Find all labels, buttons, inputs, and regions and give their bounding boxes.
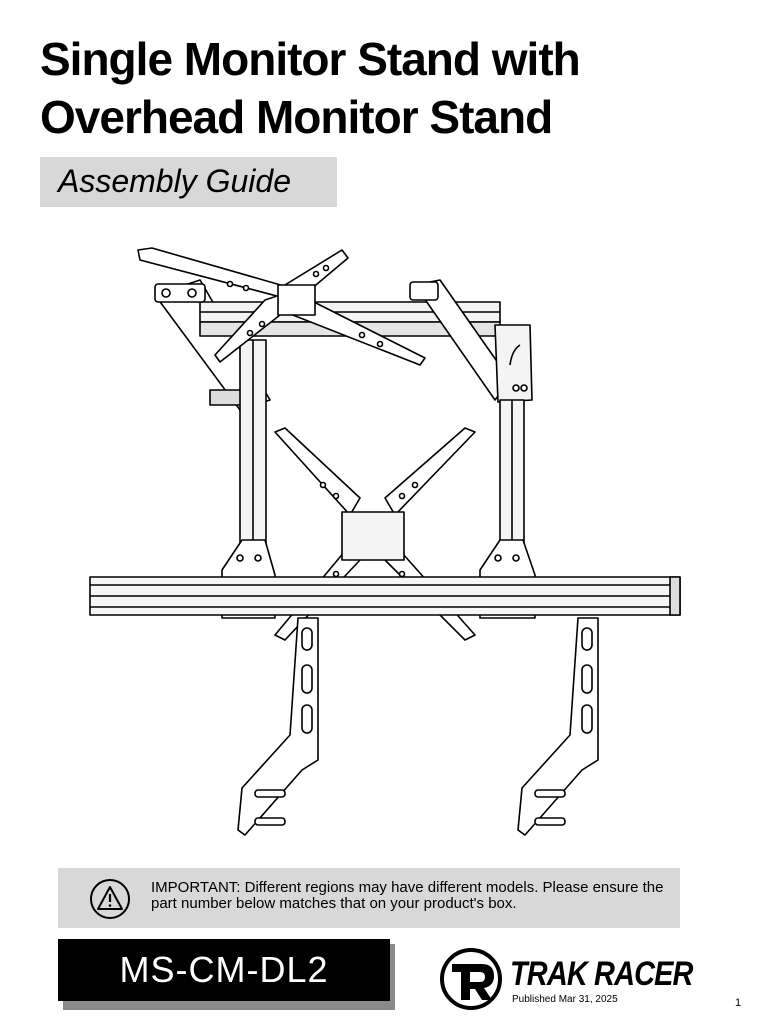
warning-triangle-icon bbox=[90, 879, 130, 919]
overhead-vesa-plate bbox=[137, 247, 426, 366]
main-horizontal-bar bbox=[89, 576, 681, 616]
part-number-box: MS-CM-DL2 bbox=[58, 939, 390, 1001]
document-subtitle: Assembly Guide bbox=[58, 163, 291, 199]
page-number: 1 bbox=[735, 997, 742, 1009]
brand-name: TRAK RACER bbox=[510, 955, 693, 993]
important-notice: IMPORTANT: Different regions may have di… bbox=[58, 868, 680, 928]
overhead-clamps bbox=[154, 281, 439, 303]
part-number: MS-CM-DL2 bbox=[119, 949, 329, 990]
base-legs bbox=[237, 617, 599, 836]
notice-text: IMPORTANT: Different regions may have di… bbox=[151, 879, 664, 912]
document-title: Single Monitor Stand with Overhead Monit… bbox=[40, 33, 581, 143]
trak-racer-logo-icon bbox=[440, 948, 502, 1010]
published-date: Published Mar 31, 2025 bbox=[512, 994, 618, 1005]
subtitle-banner: Assembly Guide bbox=[40, 157, 337, 207]
monitor-stand-illustration bbox=[89, 247, 681, 836]
